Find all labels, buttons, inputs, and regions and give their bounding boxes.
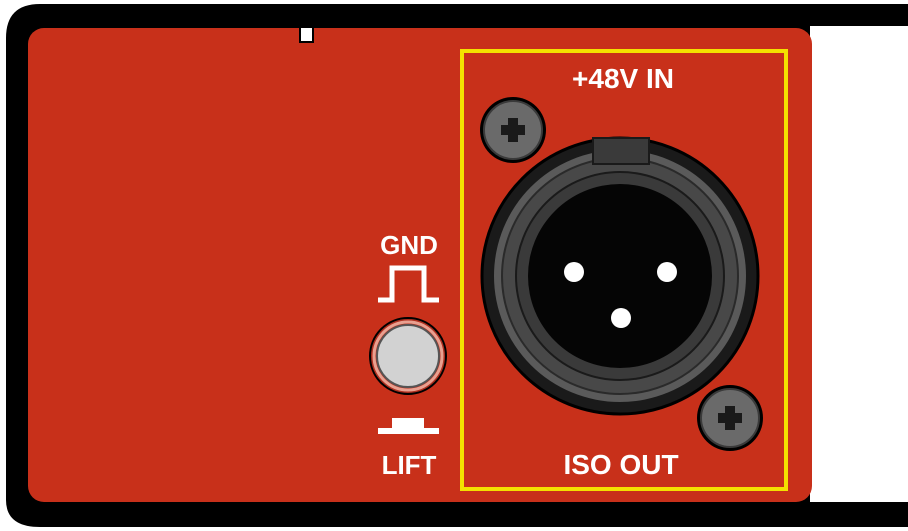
- xlr-pin-1: [564, 262, 584, 282]
- ground-lift-switch[interactable]: [369, 317, 447, 395]
- phantom-power-label: +48V IN: [572, 63, 674, 94]
- gnd-switch-position-icon: [378, 265, 439, 303]
- xlr-pin-2: [657, 262, 677, 282]
- iso-out-label: ISO OUT: [563, 449, 678, 480]
- mounting-screw-top-icon: [480, 97, 546, 163]
- top-notch: [299, 26, 314, 43]
- gnd-label: GND: [380, 230, 438, 260]
- lift-label: LIFT: [382, 450, 437, 480]
- xlr-connector[interactable]: [480, 136, 760, 416]
- xlr-highlight-box: [460, 49, 788, 491]
- mounting-screw-bottom-icon: [697, 385, 763, 451]
- xlr-pin-3: [611, 308, 631, 328]
- lift-switch-position-icon: [378, 418, 439, 434]
